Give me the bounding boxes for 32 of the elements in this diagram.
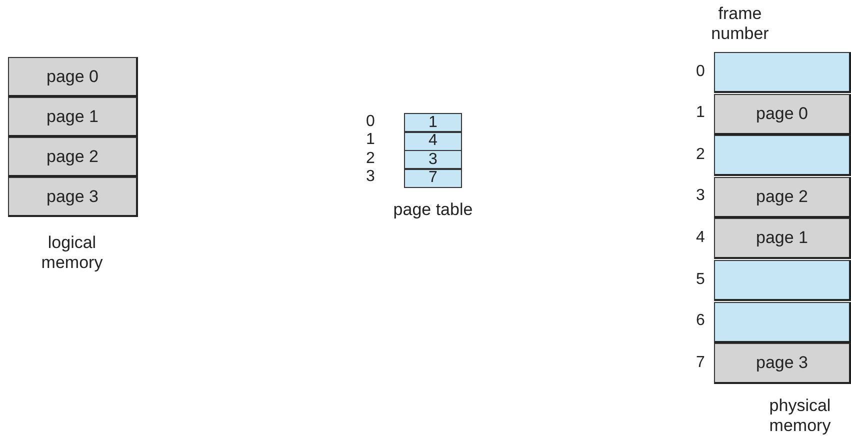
- page-block: page 0: [8, 57, 138, 97]
- frame-number: 4: [696, 228, 705, 247]
- index-number: 1: [366, 131, 375, 149]
- caption: logical memory: [40, 233, 104, 273]
- frame-number: 2: [696, 146, 705, 164]
- frame-number: 5: [696, 270, 705, 288]
- memory-frame: [714, 52, 851, 93]
- page-table-entry: 7: [404, 168, 462, 188]
- memory-frame: page 3: [714, 343, 851, 384]
- index-number: 0: [366, 112, 375, 130]
- index-number: 2: [366, 150, 375, 168]
- frame-number: 7: [696, 354, 705, 372]
- caption: physical memory: [768, 396, 832, 436]
- frame-number: 6: [696, 312, 705, 330]
- page-block: page 3: [8, 177, 138, 217]
- memory-frame: [714, 302, 851, 343]
- caption: page table: [392, 200, 474, 220]
- memory-frame: [714, 260, 851, 301]
- memory-frame: page 2: [714, 176, 851, 218]
- frame-number: 3: [696, 187, 705, 206]
- memory-frame: page 0: [714, 94, 851, 135]
- page-table-entry: 1: [404, 113, 462, 132]
- memory-frame: [714, 135, 851, 176]
- page-table-entry: 3: [404, 150, 462, 169]
- axis-heading: frame number: [710, 4, 770, 44]
- frame-number: 0: [696, 62, 705, 80]
- frame-number: 1: [696, 104, 705, 122]
- index-number: 3: [366, 168, 375, 186]
- page-table-entry: 4: [404, 132, 462, 150]
- page-block: page 1: [8, 97, 138, 137]
- memory-frame: page 1: [714, 218, 851, 260]
- page-block: page 2: [8, 137, 138, 177]
